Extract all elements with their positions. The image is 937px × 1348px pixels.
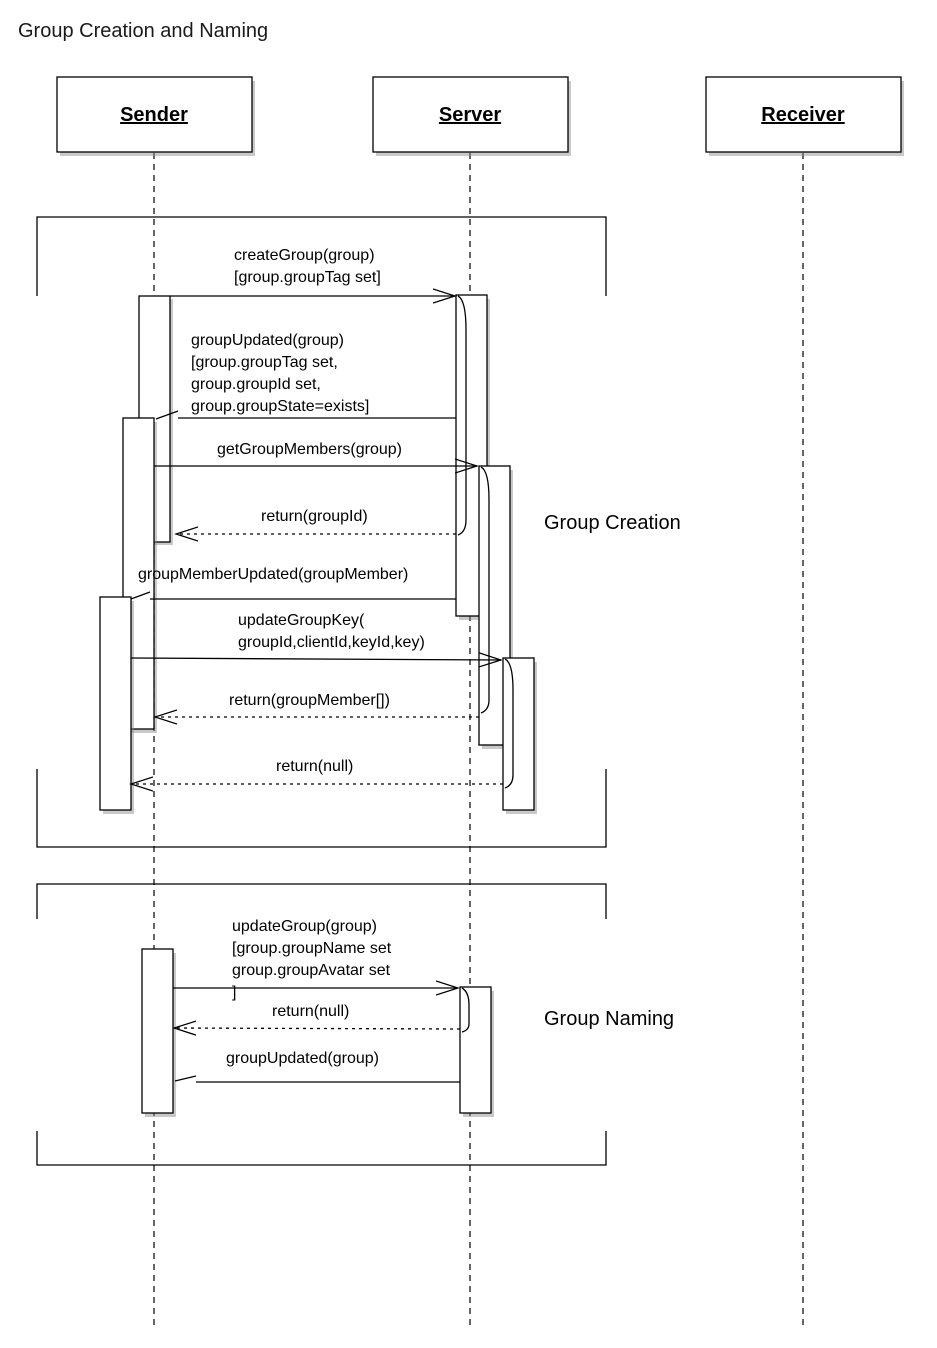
fragment-label-naming: Group Naming [544,1008,674,1030]
message-return-null-1: return(null) [131,758,503,784]
message-group-updated-line-1: groupUpdated(group) [191,332,344,349]
message-update-group: updateGroup(group) [group.groupName set … [173,918,458,1001]
message-update-group-key-line-1: updateGroupKey( [238,612,365,629]
message-update-group-key-arrow [130,658,501,660]
diagram-title: Group Creation and Naming [18,20,268,42]
svg-text:createGroup(group) [grou: createGroup(group) [group.groupTag set] [234,247,381,286]
message-group-updated-arrowhead [155,410,179,420]
message-return-group-id-label: return(groupId) [261,508,368,525]
message-update-group-line-3: group.groupAvatar set [232,962,391,979]
message-update-group-line-2: [group.groupName set [232,940,392,957]
actor-sender-label: Sender [120,104,188,126]
actor-receiver: Receiver [705,76,904,156]
message-group-member-updated-arrowhead [130,591,151,600]
creation-frame-bottom [36,769,607,848]
naming-frame-bottom [36,1131,607,1166]
naming-frame-top [36,883,607,919]
message-return-null-2-arrow [174,1028,461,1029]
message-group-updated-line-2: [group.groupTag set, [191,354,338,371]
message-create-group: createGroup(group) [group.groupTag set] [170,247,455,296]
message-return-group-id: return(groupId) [176,508,456,534]
message-group-updated: groupUpdated(group) [group.groupTag set,… [155,332,456,420]
actor-server: Server [372,76,571,156]
message-group-updated-naming-label: groupUpdated(group) [226,1050,379,1067]
message-get-group-members-label: getGroupMembers(group) [217,441,402,458]
message-group-member-updated-label: groupMemberUpdated(groupMember) [138,566,408,583]
message-group-updated-line-4: group.groupState=exists] [191,398,369,415]
fragment-label-creation: Group Creation [544,512,681,534]
server-activation-2-curve [480,466,490,714]
server-activation-3-curve [504,658,514,789]
message-group-updated-naming-arrowhead [174,1075,197,1082]
server-activation-4 [459,986,492,1114]
message-return-null-2-label: return(null) [272,1003,349,1020]
message-group-updated-line-3: group.groupId set, [191,376,321,393]
creation-frame-top [36,216,607,296]
message-create-group-line-2: [group.groupTag set] [234,269,381,286]
message-update-group-line-4: ] [232,984,236,1001]
actor-receiver-label: Receiver [761,104,845,126]
svg-text:groupUpdated(group) [gro: groupUpdated(group) [group.groupTag set,… [191,332,369,415]
server-activation-4-curve [461,987,470,1033]
server-activation-1-curve [457,295,467,536]
message-update-group-line-1: updateGroup(group) [232,918,377,935]
sender-activation-4 [141,948,174,1114]
server-activation-3 [502,657,535,811]
message-get-group-members: getGroupMembers(group) [154,441,477,466]
message-return-group-member-label: return(groupMember[]) [229,692,390,709]
message-return-null-2: return(null) [174,1003,461,1029]
actor-server-label: Server [439,104,501,126]
message-return-null-1-label: return(null) [276,758,353,775]
svg-text:updateGroupKey( groupId,: updateGroupKey( groupId,clientId,keyId,k… [238,612,425,651]
message-create-group-line-1: createGroup(group) [234,247,375,264]
message-update-group-key: updateGroupKey( groupId,clientId,keyId,k… [130,612,501,660]
sender-activation-3 [99,596,132,811]
message-group-updated-naming: groupUpdated(group) [174,1050,460,1083]
message-group-member-updated: groupMemberUpdated(groupMember) [130,566,456,600]
message-return-group-member: return(groupMember[]) [155,692,479,717]
svg-text:updateGroup(group) [grou: updateGroup(group) [group.groupName set … [232,918,396,1001]
actor-sender: Sender [56,76,255,156]
message-update-group-key-line-2: groupId,clientId,keyId,key) [238,634,425,651]
